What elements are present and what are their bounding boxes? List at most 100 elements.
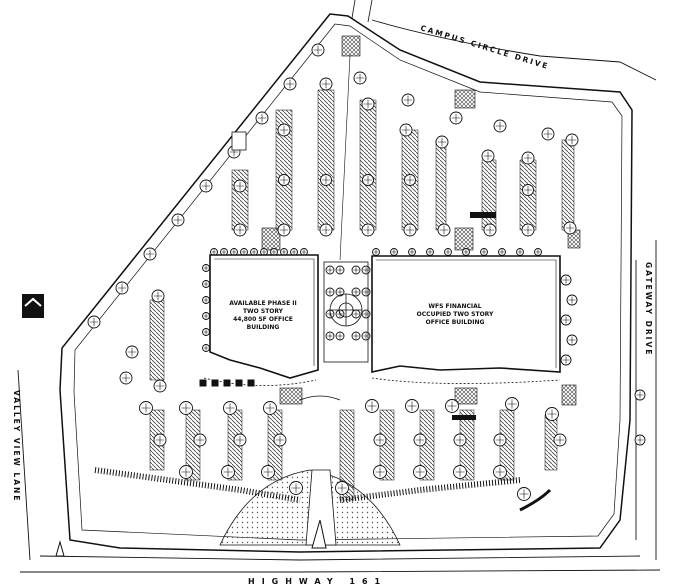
tree-icon [545,407,559,421]
tree-icon [483,223,497,237]
tree-icon [373,433,387,447]
site-details [199,131,552,512]
house-marker-icon [22,294,44,318]
tree-icon [361,265,371,275]
south-plaza [219,469,401,549]
tree-icon [413,465,427,479]
tree-icon [220,248,228,256]
tree-icon [403,223,417,237]
tree-icon [534,248,542,256]
tree-icon [193,433,207,447]
wfs-label-line2: OCCUPIED TWO STORY [417,311,494,318]
tree-icon [444,248,452,256]
tree-icon [325,287,335,297]
tree-icon [335,331,345,341]
tree-icon [453,465,467,479]
tree-icon [283,77,297,91]
tree-icon [517,487,531,501]
tree-icon [493,433,507,447]
building-phase-2[interactable]: AVAILABLE PHASE II TWO STORY 44,800 SF O… [209,254,319,379]
tree-icon [320,174,332,186]
tree-icon [541,127,555,141]
tree-icon [522,184,534,196]
site-boundary [59,0,633,553]
tree-icon [325,331,335,341]
tree-icon [119,371,133,385]
tree-icon [353,71,367,85]
tree-icon [361,309,371,319]
tree-icon [426,248,434,256]
tree-icon [553,433,567,447]
road-edges [17,19,661,573]
tree-icon [351,287,361,297]
tree-icon [278,174,290,186]
tree-icon [361,97,375,111]
tree-icon [449,111,463,125]
road-label-highway-161: HIGHWAY 161 [248,577,387,586]
tree-icon [319,223,333,237]
tree-icon [151,289,165,303]
phase2-label-line3: 44,800 SF OFFICE [233,316,293,323]
tree-icon [401,93,415,107]
tree-icon [139,401,153,415]
tree-icon [143,247,157,261]
tree-icon [480,248,488,256]
tree-icon [153,433,167,447]
tree-icon [202,280,210,288]
phase2-label-line2: TWO STORY [243,308,284,315]
tree-icon [115,281,129,295]
wfs-label-line3: OFFICE BUILDING [426,319,485,326]
wfs-label-line1: WFS FINANCIAL [428,303,481,310]
tree-icon [560,314,572,326]
boundary-trees [87,43,646,501]
tree-icon [521,151,535,165]
tree-icon [361,331,371,341]
tree-icon [179,401,193,415]
tree-icon [361,287,371,297]
tree-icon [493,119,507,133]
tree-icon [405,399,419,413]
tree-icon [199,179,213,193]
phase2-label-line1: AVAILABLE PHASE II [229,300,296,307]
tree-icon [125,345,139,359]
tree-icon [560,354,572,366]
tree-icon [634,389,646,401]
crosswalks [261,35,581,406]
tree-icon [202,312,210,320]
tree-icon [255,111,269,125]
tree-icon [311,43,325,57]
tree-icon [179,465,193,479]
north-arrow-icon [55,540,65,557]
building-wfs-financial[interactable]: WFS FINANCIAL OCCUPIED TWO STORY OFFICE … [371,255,561,373]
tree-icon [404,174,416,186]
tree-icon [273,433,287,447]
tree-icon [277,123,291,137]
tree-icon [437,223,451,237]
tree-icon [351,265,361,275]
tree-icon [413,433,427,447]
phase2-label-line4: BUILDING [247,324,280,331]
tree-icon [202,264,210,272]
road-label-campus-circle-drive: CAMPUS CIRCLE DRIVE [419,23,550,71]
tree-icon [493,465,507,479]
tree-icon [516,248,524,256]
tree-icon [202,328,210,336]
tree-icon [563,221,577,235]
tree-icon [560,274,572,286]
tree-icon [505,397,519,411]
tree-icon [498,248,506,256]
road-label-valley-view-lane: VALLEY VIEW LANE [12,390,21,502]
tree-icon [261,465,275,479]
tree-icon [399,123,413,137]
tree-icon [565,133,579,147]
tree-icon [202,296,210,304]
tree-icon [435,135,449,149]
tree-icon [233,179,247,193]
tree-icon [361,223,375,237]
tree-icon [87,315,101,329]
tree-icon [233,433,247,447]
tree-icon [351,331,361,341]
tree-icon [171,213,185,227]
tree-icon [372,248,380,256]
